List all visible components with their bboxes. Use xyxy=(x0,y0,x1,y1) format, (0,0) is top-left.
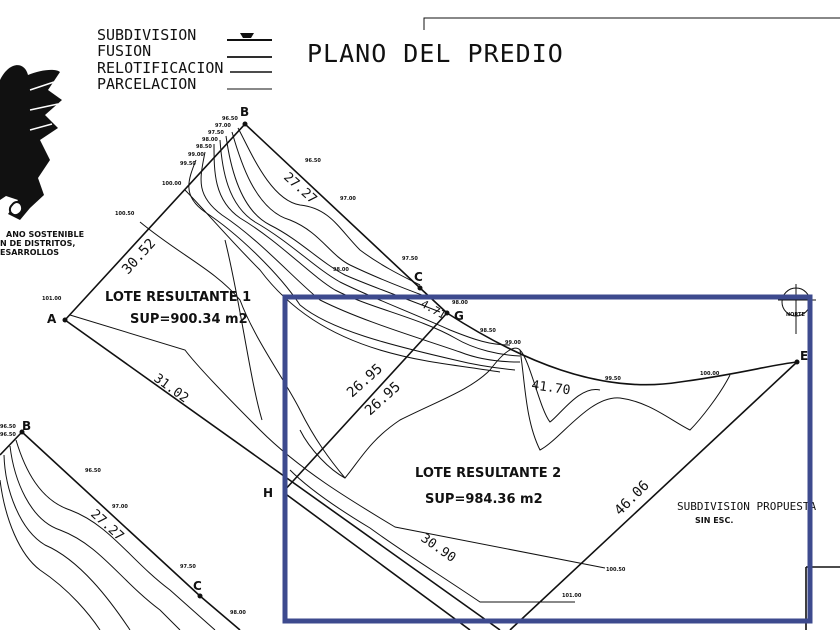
elevation-label: 100.50 xyxy=(606,567,626,573)
elevation-label: 97.00 xyxy=(215,123,231,129)
dimension-labels: 30.52 27.27 31.02 4.71 26.95 26.95 41.70… xyxy=(119,170,653,566)
elevation-label: 98.00 xyxy=(452,300,468,306)
emblem-logo xyxy=(0,65,62,220)
point-b-label: B xyxy=(240,105,249,119)
caption-scale: SIN ESC. xyxy=(695,516,733,525)
dim-a-south: 31.02 xyxy=(151,371,191,406)
elevation-label: 100.50 xyxy=(115,211,135,217)
elevation-label: 99.50 xyxy=(605,376,621,382)
elevation-label: 99.00 xyxy=(188,152,204,158)
elevation-label: 96.50 xyxy=(222,116,238,122)
secondary-plan: B C 27.27 96.50 96.50 96.50 97.00 97.50 … xyxy=(0,419,246,630)
elevation-label: 97.50 xyxy=(402,256,418,262)
title-frame-line xyxy=(423,17,840,30)
elevation-label: 96.50 xyxy=(0,432,16,438)
elevation-label: 100.00 xyxy=(162,181,182,187)
elevation-label: 96.50 xyxy=(305,158,321,164)
elevation-label: 99.00 xyxy=(505,340,521,346)
lot2-area: SUP=984.36 m2 xyxy=(425,492,543,507)
elevation-label: 98.50 xyxy=(196,144,212,150)
dim-bc2: 27.27 xyxy=(87,507,126,544)
legend-subdivision: SUBDIVISION xyxy=(97,26,196,44)
point-c2-label: C xyxy=(193,579,202,593)
elevation-label: 96.50 xyxy=(0,424,16,430)
dim-ge: 41.70 xyxy=(530,378,571,398)
elevation-label: 96.50 xyxy=(85,468,101,474)
page-title: PLANO DEL PREDIO xyxy=(307,39,564,68)
contour-lines xyxy=(69,127,731,603)
lot1-name: LOTE RESULTANTE 1 xyxy=(105,290,251,305)
elevation-label: 99.50 xyxy=(180,161,196,167)
legend-marker-icon xyxy=(240,33,254,38)
caption-main: SUBDIVISION PROPUESTA xyxy=(677,500,816,513)
lot2-highlight-box xyxy=(282,294,813,624)
lot1-area: SUP=900.34 m2 xyxy=(130,312,248,327)
elevation-label: 98.00 xyxy=(333,267,349,273)
lot-boundaries xyxy=(64,122,798,630)
legend-relotificacion: RELOTIFICACION xyxy=(97,59,223,77)
logo-text-line-3: ESARROLLOS xyxy=(0,248,59,257)
elevation-label: 100.00 xyxy=(700,371,720,377)
dim-ab: 30.52 xyxy=(119,236,159,278)
elevation-label: 98.00 xyxy=(230,610,246,616)
north-label: NORTE xyxy=(786,312,805,318)
contour-labels: 96.50 97.00 97.50 98.00 98.50 99.00 99.5… xyxy=(42,116,720,599)
legend: SUBDIVISION FUSION RELOTIFICACION PARCEL… xyxy=(97,26,272,93)
point-b2-label: B xyxy=(22,419,31,433)
elevation-label: 97.00 xyxy=(112,504,128,510)
elevation-label: 98.00 xyxy=(202,137,218,143)
dim-e-south: 46.06 xyxy=(612,478,653,519)
logo-text-line-2: N DE DISTRITOS, xyxy=(0,239,75,248)
point-a-label: A xyxy=(47,312,57,326)
elevation-label: 97.00 xyxy=(340,196,356,202)
lot2-name: LOTE RESULTANTE 2 xyxy=(415,466,561,481)
dim-h-south: 30.90 xyxy=(418,531,459,566)
point-h-label: H xyxy=(263,486,273,500)
survey-points: A B C G E H xyxy=(47,105,808,500)
point-e-label: E xyxy=(800,349,808,363)
elevation-label: 101.00 xyxy=(562,593,582,599)
elevation-label: 101.00 xyxy=(42,296,62,302)
legend-fusion: FUSION xyxy=(97,42,151,60)
elevation-label: 97.50 xyxy=(208,130,224,136)
logo-text-line-1: ANO SOSTENIBLE xyxy=(6,230,84,239)
legend-parcelacion: PARCELACION xyxy=(97,75,196,93)
point-c-label: C xyxy=(414,270,423,284)
elevation-label: 98.50 xyxy=(480,328,496,334)
elevation-label: 97.50 xyxy=(180,564,196,570)
point-g-label: G xyxy=(454,309,464,323)
